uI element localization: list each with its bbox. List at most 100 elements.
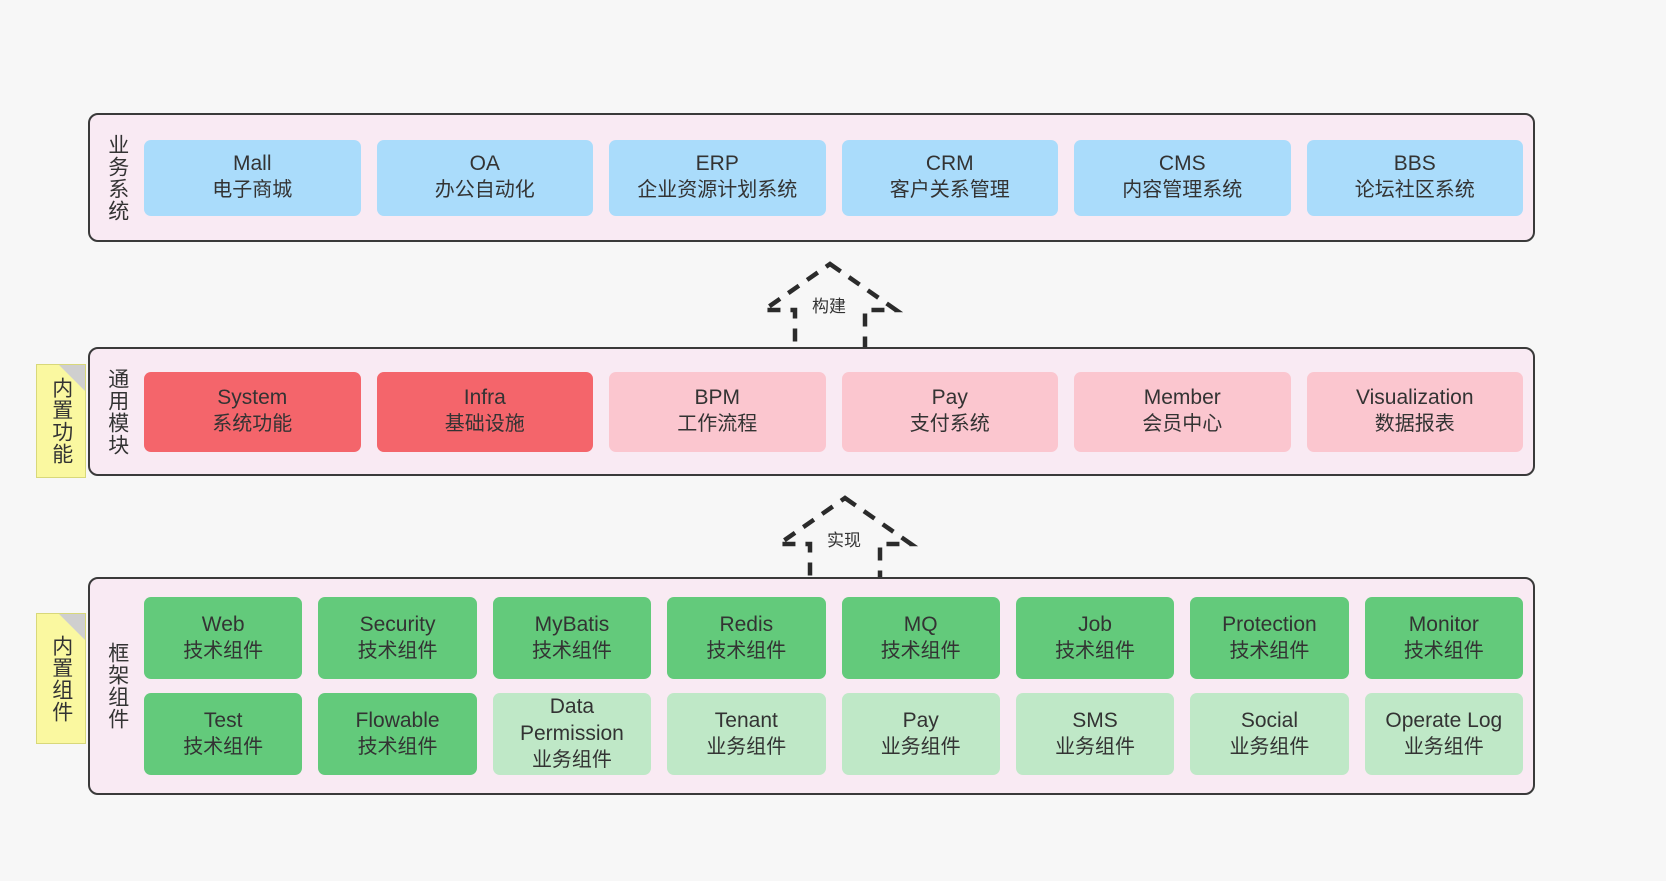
card-title: Pay — [902, 708, 939, 732]
card-sms[interactable]: SMS 业务组件 — [1015, 693, 1175, 775]
card-title: Flowable — [355, 708, 440, 732]
card-title: MyBatis — [534, 612, 610, 636]
card-subtitle: 技术组件 — [1055, 639, 1136, 662]
card-title: Member — [1143, 386, 1221, 410]
card-title: Data Permission — [520, 695, 624, 746]
layer-framework-component: 框架组件 Web 技术组件 Security 技术组件 MyBatis 技术组件… — [88, 577, 1535, 795]
note-label: 内置功能 — [49, 377, 73, 465]
card-subtitle: 会员中心 — [1142, 413, 1223, 436]
card-bbs[interactable]: BBS 论坛社区系统 — [1306, 139, 1523, 216]
card-subtitle: 技术组件 — [880, 639, 961, 662]
card-subtitle: 电子商城 — [212, 179, 293, 202]
card-subtitle: 工作流程 — [677, 413, 758, 436]
card-title: CRM — [925, 152, 974, 176]
note-builtin-component: 内置组件 — [36, 613, 86, 744]
card-title: SMS — [1072, 708, 1118, 732]
note-builtin-function: 内置功能 — [36, 364, 86, 478]
card-security[interactable]: Security 技术组件 — [318, 597, 477, 679]
card-title: Pay — [931, 386, 968, 410]
card-title: Infra — [463, 386, 506, 410]
note-fold-corner — [59, 365, 85, 391]
card-title: Web — [201, 612, 245, 636]
card-mybatis[interactable]: MyBatis 技术组件 — [492, 597, 652, 679]
card-subtitle: 业务组件 — [1229, 735, 1310, 758]
card-row: Web 技术组件 Security 技术组件 MyBatis 技术组件 Redi… — [144, 597, 1523, 679]
card-cms[interactable]: CMS 内容管理系统 — [1074, 139, 1291, 216]
card-subtitle: 技术组件 — [706, 639, 787, 662]
card-subtitle: 业务组件 — [1403, 735, 1484, 758]
card-mq[interactable]: MQ 技术组件 — [841, 597, 1000, 679]
card-social[interactable]: Social 业务组件 — [1190, 693, 1349, 775]
card-tenant[interactable]: Tenant 业务组件 — [667, 693, 826, 775]
card-title: Tenant — [714, 708, 778, 732]
card-subtitle: 技术组件 — [1403, 639, 1484, 662]
card-erp[interactable]: ERP 企业资源计划系统 — [609, 139, 826, 216]
note-fold-corner — [59, 614, 85, 640]
card-visualization[interactable]: Visualization 数据报表 — [1306, 371, 1523, 452]
layer-body-business-system: Mall 电子商城 OA 办公自动化 ERP 企业资源计划系统 CRM 客户关系… — [144, 115, 1533, 240]
card-title: Operate Log — [1385, 708, 1503, 732]
card-row: Mall 电子商城 OA 办公自动化 ERP 企业资源计划系统 CRM 客户关系… — [144, 139, 1523, 216]
card-monitor[interactable]: Monitor 技术组件 — [1364, 597, 1523, 679]
card-bpm[interactable]: BPM 工作流程 — [609, 371, 826, 452]
card-title: ERP — [695, 152, 739, 176]
card-test[interactable]: Test 技术组件 — [144, 693, 303, 775]
card-data-permission[interactable]: Data Permission 业务组件 — [492, 693, 652, 775]
card-subtitle: 技术组件 — [183, 639, 264, 662]
card-subtitle: 业务组件 — [1055, 735, 1136, 758]
card-title: Job — [1078, 612, 1112, 636]
card-title: MQ — [903, 612, 938, 636]
card-pay-business[interactable]: Pay 业务组件 — [841, 693, 1000, 775]
card-subtitle: 数据报表 — [1374, 413, 1455, 436]
card-crm[interactable]: CRM 客户关系管理 — [841, 139, 1058, 216]
card-operate-log[interactable]: Operate Log 业务组件 — [1364, 693, 1523, 775]
note-label: 内置组件 — [49, 634, 73, 723]
card-title: CMS — [1158, 152, 1206, 176]
card-subtitle: 基础设施 — [444, 413, 525, 436]
layer-label-common-module: 通用模块 — [105, 367, 129, 456]
card-subtitle: 支付系统 — [909, 413, 990, 436]
layer-label-framework-component: 框架组件 — [105, 642, 129, 730]
card-row: Test 技术组件 Flowable 技术组件 Data Permission … — [144, 693, 1523, 775]
layer-business-system: 业务系统 Mall 电子商城 OA 办公自动化 ERP 企业资源计划系统 CRM… — [88, 113, 1535, 242]
card-title: OA — [469, 152, 500, 176]
card-subtitle: 技术组件 — [357, 735, 438, 758]
card-subtitle: 技术组件 — [1229, 639, 1310, 662]
card-title: System — [217, 386, 288, 410]
card-member[interactable]: Member 会员中心 — [1074, 371, 1291, 452]
card-subtitle: 办公自动化 — [434, 179, 535, 202]
card-title: BPM — [694, 386, 740, 410]
card-pay[interactable]: Pay 支付系统 — [841, 371, 1058, 452]
card-protection[interactable]: Protection 技术组件 — [1190, 597, 1349, 679]
card-title: Social — [1240, 708, 1299, 732]
layer-common-module: 通用模块 System 系统功能 Infra 基础设施 BPM 工作流程 Pay… — [88, 347, 1535, 476]
connector-build-label: 构建 — [812, 297, 846, 316]
card-title: BBS — [1393, 152, 1436, 176]
card-title: Monitor — [1408, 612, 1479, 636]
card-subtitle: 技术组件 — [183, 735, 264, 758]
card-title: Redis — [719, 612, 774, 636]
card-job[interactable]: Job 技术组件 — [1015, 597, 1175, 679]
card-subtitle: 技术组件 — [531, 639, 612, 662]
card-web[interactable]: Web 技术组件 — [144, 597, 303, 679]
card-system[interactable]: System 系统功能 — [144, 371, 361, 452]
card-flowable[interactable]: Flowable 技术组件 — [318, 693, 477, 775]
layer-body-framework-component: Web 技术组件 Security 技术组件 MyBatis 技术组件 Redi… — [144, 579, 1533, 793]
card-subtitle: 系统功能 — [212, 413, 293, 436]
card-subtitle: 业务组件 — [531, 749, 612, 772]
connector-implement-label: 实现 — [827, 531, 861, 550]
card-subtitle: 企业资源计划系统 — [637, 179, 798, 202]
layer-label-business-system: 业务系统 — [105, 133, 129, 222]
card-redis[interactable]: Redis 技术组件 — [667, 597, 826, 679]
card-title: Test — [203, 708, 243, 732]
card-oa[interactable]: OA 办公自动化 — [376, 139, 593, 216]
layer-body-common-module: System 系统功能 Infra 基础设施 BPM 工作流程 Pay 支付系统… — [144, 349, 1533, 474]
card-mall[interactable]: Mall 电子商城 — [144, 139, 361, 216]
card-subtitle: 技术组件 — [357, 639, 438, 662]
card-row: System 系统功能 Infra 基础设施 BPM 工作流程 Pay 支付系统… — [144, 371, 1523, 452]
card-subtitle: 论坛社区系统 — [1354, 179, 1475, 202]
card-subtitle: 业务组件 — [706, 735, 787, 758]
card-title: Security — [359, 612, 436, 636]
card-title: Visualization — [1355, 386, 1474, 410]
card-infra[interactable]: Infra 基础设施 — [376, 371, 593, 452]
